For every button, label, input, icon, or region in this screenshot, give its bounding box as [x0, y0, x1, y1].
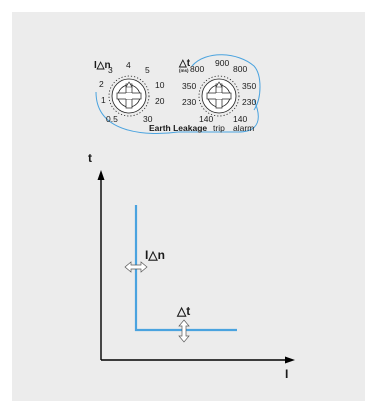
scale-label: 20 [155, 96, 165, 106]
trip-curve [134, 205, 237, 332]
scale-label: 140 [199, 114, 213, 124]
time-unit-label: (ms) [179, 68, 189, 73]
scale-label: 900 [215, 58, 229, 68]
scale-label: 140 [233, 114, 247, 124]
scale-label: 4 [126, 60, 131, 70]
sensitivity-marker-label: I△n [145, 248, 165, 262]
scale-label: 800 [190, 64, 204, 74]
sensitivity-dial[interactable] [108, 75, 150, 117]
x-axis-arrow [285, 356, 295, 364]
scale-label: 5 [145, 65, 150, 75]
time-delay-adjust-arrow [178, 319, 190, 343]
y-axis-arrow [97, 170, 105, 180]
alarm-label: alarm [233, 123, 254, 133]
scale-label: 230 [182, 97, 196, 107]
scale-label: 800 [233, 64, 247, 74]
scale-label: 3 [108, 65, 113, 75]
sensitivity-dial-title: I△n [94, 60, 111, 71]
earth-leakage-label: Earth Leakage [149, 123, 207, 133]
trip-label: trip [213, 123, 225, 133]
time-delay-dial[interactable] [198, 75, 240, 117]
device-contour [95, 91, 259, 134]
scale-label: 1 [101, 95, 106, 105]
sensitivity-adjust-arrow [124, 261, 148, 273]
scale-label: 30 [143, 114, 153, 124]
scale-label: 350 [182, 81, 196, 91]
time-marker-label: △t [176, 304, 190, 318]
alarm-contour [191, 54, 261, 111]
y-axis-label: t [88, 151, 92, 165]
time-delay-dial-title: △t [178, 58, 191, 69]
trip-curve-graph: t I I△n △t [88, 151, 295, 381]
scale-label: 10 [155, 80, 165, 90]
scale-label: 0.5 [106, 114, 118, 124]
scale-label: 230 [242, 97, 256, 107]
x-axis-label: I [285, 367, 288, 381]
scale-label: 2 [99, 79, 104, 89]
scale-label: 350 [242, 81, 256, 91]
